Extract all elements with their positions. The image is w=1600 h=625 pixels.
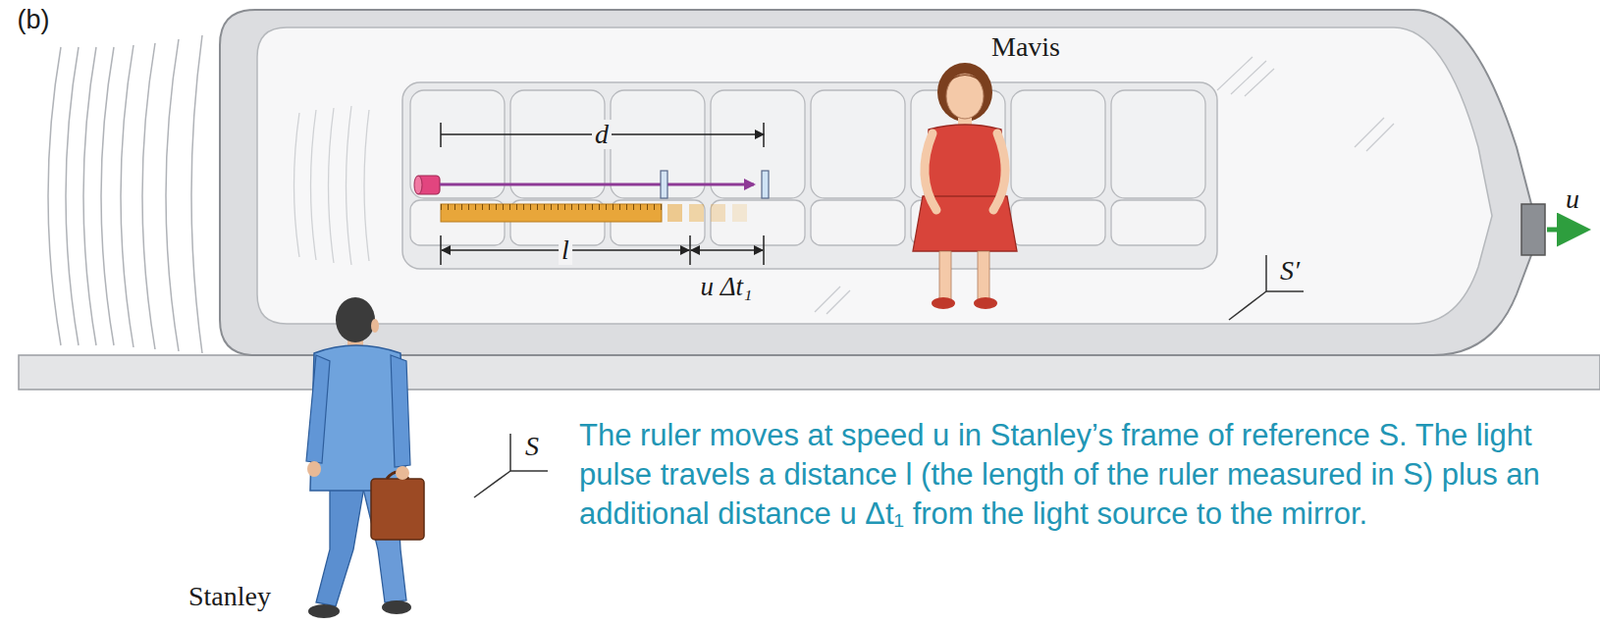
dimension-tick bbox=[762, 235, 765, 266]
axis bbox=[510, 470, 548, 473]
glare-line bbox=[1244, 68, 1275, 97]
dimension-label: u Δt₁ bbox=[697, 272, 756, 302]
ruler-ghost bbox=[667, 204, 683, 222]
glare-line bbox=[1230, 60, 1267, 95]
leg bbox=[977, 251, 990, 301]
ruler-ghost bbox=[710, 204, 726, 222]
shoe bbox=[931, 297, 956, 310]
axis bbox=[474, 471, 511, 498]
speed-line bbox=[191, 35, 203, 354]
dimension-label: d bbox=[591, 119, 612, 150]
face bbox=[946, 73, 984, 119]
speed-line bbox=[83, 47, 97, 346]
axis bbox=[1228, 291, 1267, 320]
ruler bbox=[440, 204, 662, 222]
velocity-label: u bbox=[1562, 184, 1583, 214]
arm bbox=[993, 133, 1006, 211]
seat-cushions bbox=[410, 200, 1206, 246]
capsule-window bbox=[257, 27, 1493, 324]
speed-line bbox=[165, 39, 179, 352]
dimension-tick bbox=[689, 235, 692, 266]
speed-line bbox=[65, 47, 79, 346]
frame-label: S bbox=[522, 431, 542, 462]
person-name: Stanley bbox=[185, 582, 274, 612]
figure-caption: The ruler moves at speed u in Stanley’s … bbox=[579, 416, 1566, 534]
ruler-ghost bbox=[732, 204, 747, 222]
leg bbox=[939, 251, 952, 301]
seat-cushion bbox=[1111, 200, 1206, 246]
axis bbox=[1265, 255, 1268, 292]
dimension-tick bbox=[439, 235, 442, 266]
dimension-label: l bbox=[558, 235, 573, 266]
seat-back bbox=[1011, 90, 1106, 199]
frame-label: S′ bbox=[1277, 256, 1303, 286]
speed-line bbox=[364, 109, 370, 262]
speed-line bbox=[294, 112, 301, 258]
velocity-arrow bbox=[1546, 227, 1577, 233]
arm bbox=[390, 355, 411, 468]
rail bbox=[18, 355, 1600, 390]
speed-line bbox=[142, 43, 156, 350]
arm bbox=[924, 133, 937, 211]
l-dimension bbox=[440, 235, 764, 266]
dimension-line bbox=[691, 249, 763, 252]
speed-line bbox=[101, 47, 114, 346]
seat-cushion bbox=[810, 200, 906, 246]
glare-line bbox=[1217, 56, 1253, 91]
shoe bbox=[381, 600, 412, 615]
head bbox=[335, 297, 375, 343]
ear bbox=[371, 319, 379, 333]
inner-speed-lines bbox=[294, 106, 371, 266]
seat-row bbox=[402, 82, 1218, 269]
seat-cushion bbox=[710, 200, 805, 246]
speed-line bbox=[346, 106, 353, 266]
ruler-scale bbox=[440, 204, 662, 222]
axis bbox=[1266, 290, 1304, 293]
speed-line bbox=[328, 107, 335, 264]
axis bbox=[509, 433, 512, 472]
capsule-body bbox=[219, 9, 1532, 356]
axes-s-prime bbox=[1228, 255, 1304, 320]
seat-back bbox=[1111, 90, 1206, 199]
seat-back bbox=[610, 90, 705, 199]
briefcase bbox=[371, 479, 425, 540]
shoe bbox=[308, 604, 340, 619]
light-source-end bbox=[414, 175, 423, 195]
shoe bbox=[973, 297, 998, 310]
hand bbox=[395, 466, 410, 480]
seat-back bbox=[810, 90, 906, 199]
nozzle bbox=[1521, 204, 1546, 256]
seat-back bbox=[410, 90, 505, 199]
ruler-ghost bbox=[689, 204, 704, 222]
glare-line bbox=[826, 290, 851, 315]
seat-back bbox=[510, 90, 605, 199]
hand bbox=[307, 461, 321, 478]
speed-line bbox=[48, 47, 61, 346]
panel-letter: (b) bbox=[14, 5, 54, 35]
glare-line bbox=[1366, 123, 1394, 152]
leg bbox=[316, 480, 366, 607]
stanley-figure bbox=[306, 297, 425, 619]
mavis-figure bbox=[912, 62, 1017, 310]
mirror bbox=[761, 170, 769, 199]
fringe bbox=[944, 74, 986, 87]
glare-line bbox=[1354, 117, 1385, 148]
seat-backs bbox=[410, 90, 1206, 199]
speed-lines bbox=[48, 35, 203, 354]
seat-cushion bbox=[1011, 200, 1106, 246]
arm bbox=[306, 355, 330, 464]
light-pulse bbox=[439, 183, 754, 187]
person-name: Mavis bbox=[988, 32, 1064, 62]
speed-line bbox=[120, 45, 134, 348]
speed-line bbox=[311, 109, 318, 261]
mirror-earlier bbox=[660, 170, 668, 199]
glare-line bbox=[814, 286, 841, 313]
dress-top bbox=[924, 124, 1006, 203]
seat-back bbox=[710, 90, 805, 199]
hair bbox=[937, 62, 993, 122]
